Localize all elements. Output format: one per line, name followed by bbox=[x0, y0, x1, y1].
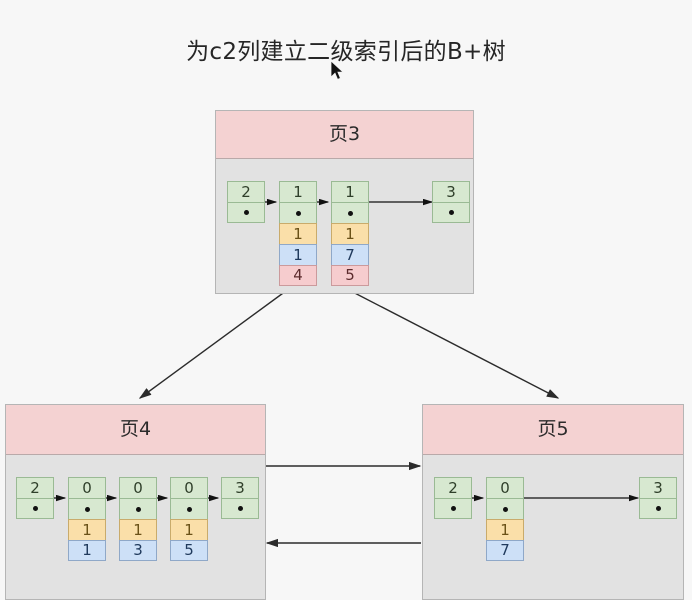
cell-pointer bbox=[639, 498, 677, 519]
cell-value: 1 bbox=[279, 244, 317, 265]
page5-node-1[interactable]: 2 bbox=[434, 477, 472, 519]
cell-value: 2 bbox=[227, 181, 265, 202]
page3-node-1[interactable]: 2 bbox=[227, 181, 265, 223]
cell-pointer bbox=[221, 498, 259, 519]
cell-value: 1 bbox=[170, 519, 208, 540]
cell-value: 1 bbox=[331, 223, 369, 244]
page5-body: 2 0 1 7 3 bbox=[423, 455, 683, 600]
page3-header: 页3 bbox=[216, 111, 473, 159]
cell-pointer bbox=[331, 202, 369, 223]
page5-node-3[interactable]: 3 bbox=[639, 477, 677, 519]
cell-value: 3 bbox=[221, 477, 259, 498]
cell-pointer bbox=[279, 202, 317, 223]
page4-node-5[interactable]: 3 bbox=[221, 477, 259, 519]
cell-value: 2 bbox=[434, 477, 472, 498]
cell-value: 1 bbox=[68, 519, 106, 540]
cell-value: 3 bbox=[432, 181, 470, 202]
cell-value: 1 bbox=[68, 540, 106, 561]
page3-body: 2 1 1 1 4 1 1 7 5 3 bbox=[216, 159, 473, 293]
page5-node-2[interactable]: 0 1 7 bbox=[486, 477, 524, 561]
page3-node-4[interactable]: 3 bbox=[432, 181, 470, 223]
page-box-page5[interactable]: 页5 2 0 1 7 3 bbox=[422, 404, 684, 600]
page4-node-4[interactable]: 0 1 5 bbox=[170, 477, 208, 561]
cell-value: 2 bbox=[16, 477, 54, 498]
arrow-page3-to-page4 bbox=[138, 287, 291, 399]
cell-value: 5 bbox=[331, 265, 369, 286]
cell-value: 7 bbox=[331, 244, 369, 265]
cell-value: 1 bbox=[279, 223, 317, 244]
mouse-cursor bbox=[330, 60, 346, 82]
cell-value: 0 bbox=[68, 477, 106, 498]
page4-node-3[interactable]: 0 1 3 bbox=[119, 477, 157, 561]
cell-value: 1 bbox=[331, 181, 369, 202]
cell-value: 1 bbox=[486, 519, 524, 540]
arrow-page3-to-page5 bbox=[344, 287, 560, 399]
cell-pointer bbox=[434, 498, 472, 519]
cell-pointer bbox=[170, 498, 208, 519]
cell-value: 3 bbox=[639, 477, 677, 498]
page5-header: 页5 bbox=[423, 405, 683, 455]
page4-header: 页4 bbox=[6, 405, 265, 455]
cell-value: 5 bbox=[170, 540, 208, 561]
page4-node-2[interactable]: 0 1 1 bbox=[68, 477, 106, 561]
page-box-page4[interactable]: 页4 2 0 1 1 bbox=[5, 404, 266, 600]
page4-node-1[interactable]: 2 bbox=[16, 477, 54, 519]
cell-value: 1 bbox=[279, 181, 317, 202]
page4-body: 2 0 1 1 0 1 3 0 1 5 3 bbox=[6, 455, 265, 600]
cell-value: 1 bbox=[119, 519, 157, 540]
page3-node-2[interactable]: 1 1 1 4 bbox=[279, 181, 317, 286]
cell-value: 0 bbox=[119, 477, 157, 498]
cell-pointer bbox=[432, 202, 470, 223]
cell-value: 7 bbox=[486, 540, 524, 561]
cell-value: 0 bbox=[486, 477, 524, 498]
page-title: 为c2列建立二级索引后的B+树 bbox=[186, 39, 506, 65]
cell-value: 4 bbox=[279, 265, 317, 286]
cell-pointer bbox=[119, 498, 157, 519]
cell-value: 3 bbox=[119, 540, 157, 561]
cell-pointer bbox=[227, 202, 265, 223]
cell-pointer bbox=[486, 498, 524, 519]
page3-node-3[interactable]: 1 1 7 5 bbox=[331, 181, 369, 286]
cell-pointer bbox=[16, 498, 54, 519]
page-box-page3[interactable]: 页3 2 1 1 1 4 bbox=[215, 110, 474, 294]
cell-pointer bbox=[68, 498, 106, 519]
cell-value: 0 bbox=[170, 477, 208, 498]
